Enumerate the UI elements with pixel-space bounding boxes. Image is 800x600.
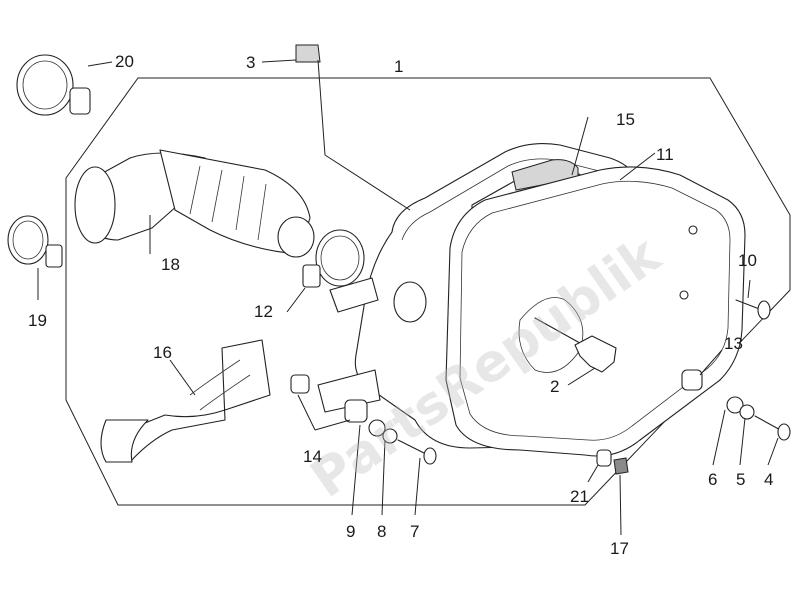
callout-12: 12 <box>254 302 273 321</box>
callout-3: 3 <box>246 53 255 72</box>
leader-lines <box>37 59 779 536</box>
callout-20: 20 <box>115 52 134 71</box>
clamp-20 <box>16 54 91 116</box>
assembly-boundary <box>65 77 791 506</box>
callout-7: 7 <box>410 522 419 541</box>
bolt-7 <box>397 439 437 465</box>
callout-6: 6 <box>708 470 717 489</box>
housing-cover <box>445 166 746 457</box>
spacer-14b <box>344 399 368 423</box>
callout-13: 13 <box>724 334 743 353</box>
intake-duct <box>74 149 315 258</box>
callout-9: 9 <box>346 522 355 541</box>
washer-9 <box>368 419 386 437</box>
callout-18: 18 <box>161 255 180 274</box>
bolt-4 <box>754 415 791 441</box>
callout-17: 17 <box>610 539 629 558</box>
clamp-12 <box>302 229 365 288</box>
knob-screw <box>534 317 617 373</box>
callout-2: 2 <box>550 377 559 396</box>
callout-11: 11 <box>656 145 674 164</box>
plug-21 <box>596 449 612 467</box>
washer-6 <box>726 396 744 414</box>
callout-21: 21 <box>570 487 589 506</box>
callout-labels: 1 2 3 4 5 6 7 8 9 10 11 12 13 14 15 16 1… <box>28 52 773 558</box>
callout-4: 4 <box>764 470 773 489</box>
callout-10: 10 <box>738 251 757 270</box>
callout-1: 1 <box>394 57 403 76</box>
washer-5 <box>739 404 755 420</box>
clamp-19 <box>7 215 63 268</box>
grommet-13 <box>681 369 703 391</box>
callout-15: 15 <box>616 110 635 129</box>
washer-8 <box>382 428 398 444</box>
screw-10 <box>735 299 771 320</box>
clip-17 <box>613 457 629 475</box>
callout-8: 8 <box>377 522 386 541</box>
clip-nut <box>295 44 321 63</box>
callout-5: 5 <box>736 470 745 489</box>
callout-14: 14 <box>303 447 322 466</box>
inlet-duct <box>100 339 271 463</box>
callout-16: 16 <box>153 343 172 362</box>
spacer-14a <box>290 374 310 394</box>
callout-19: 19 <box>28 311 47 330</box>
